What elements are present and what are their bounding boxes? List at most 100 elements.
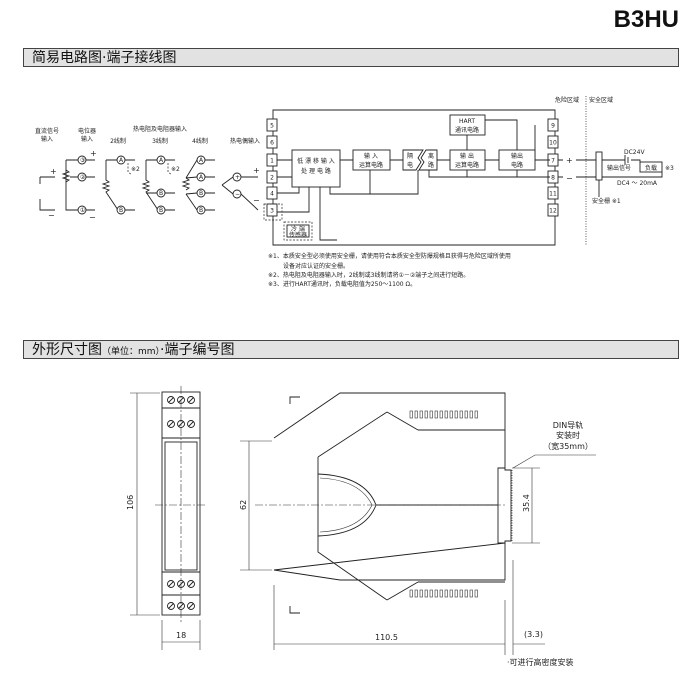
width-dimension: 18 [176, 631, 186, 640]
inner-height-dimension: 62 [239, 500, 248, 510]
load-box [639, 161, 663, 173]
left-terminals: 5 6 1 2 4 3 [266, 118, 278, 217]
vent-slot [409, 410, 413, 419]
vent-slot [419, 589, 423, 598]
dc-input-label: 直流信号 [35, 127, 59, 135]
block-hart: HART 通讯电路 [449, 114, 486, 136]
block-output-calc: 输 出 运算电路 [449, 149, 486, 171]
rtd-2wire-wiring: A B ※2 [101, 155, 140, 215]
vent-slot [439, 410, 443, 419]
svg-text:B: B [159, 207, 163, 214]
terminal-number: 2 [270, 175, 274, 182]
barrier-label: 安全栅 ※1 [592, 197, 621, 205]
vent-slot [459, 589, 463, 598]
block-input-processing: 低 漂 移 输 入 处 理 电 路 [291, 149, 341, 188]
section-title: 简易电路图·端子接线图 [32, 50, 177, 66]
terminal-screw-icon [167, 602, 175, 610]
terminal-box [547, 203, 559, 217]
circuit-notes: ※1、本质安全型必须使用安全栅，请使用符合本质安全型防爆规格且获得与危险区域所使… [268, 252, 511, 288]
vent-slot [454, 410, 458, 419]
svg-text:※2: ※2 [171, 166, 180, 173]
svg-text:−: − [566, 174, 573, 183]
block-output: 输出 电路 [498, 149, 536, 171]
input-labels: 直流信号 输入 电位器 输入 热电阻及电阻器输入 2线制 3线制 4线制 热电偶… [35, 125, 260, 145]
terminal-screw-icon [167, 420, 175, 428]
vent-slot [439, 589, 443, 598]
note-3: ※3、进行HART通讯时，负载电阻值为250～1100 Ω。 [268, 280, 416, 288]
load-label: 负载 [645, 164, 657, 172]
terminal-number: 4 [270, 191, 274, 198]
vent-slot [424, 410, 428, 419]
terminal-number: 5 [270, 123, 274, 130]
note-2: ※2、热电阻及电阻器输入时，2线制或3线制请将①－②端子之间进行短路。 [268, 271, 469, 279]
section-title: 外形尺寸图 [32, 342, 102, 358]
svg-text:②: ② [80, 174, 86, 181]
terminal-box [547, 118, 559, 132]
vent-slot [434, 589, 438, 598]
vent-slot [474, 589, 478, 598]
svg-text:+: + [235, 174, 240, 181]
pot-input-label: 电位器 [78, 127, 96, 135]
svg-text:A: A [159, 157, 164, 164]
terminal-number: 1 [270, 158, 274, 165]
rail-height-dimension: 35.4 [522, 494, 531, 512]
svg-text:电路: 电路 [511, 161, 523, 169]
terminal-number: 12 [549, 208, 557, 215]
output-wiring: 危险区域 安全区域 + − DC24V 输出信号 负载 ※3 DC4 ～ 20m… [555, 96, 674, 245]
svg-text:−: − [89, 213, 96, 222]
svg-text:低 漂 移 输 入: 低 漂 移 输 入 [297, 157, 335, 165]
terminal-number: 8 [551, 175, 555, 182]
depth-dimension: 110.5 [375, 633, 398, 642]
height-dimension: 106 [126, 495, 135, 510]
safety-barrier [595, 151, 603, 181]
side-view: 62 110.5 35.4 (3.3) DIN导轨 安装时 （宽35mm） ·可… [239, 392, 596, 667]
vent-slot [454, 589, 458, 598]
terminal-number: 3 [270, 208, 274, 215]
terminal-screw-icon [167, 396, 175, 404]
terminal-screw-icon [187, 420, 195, 428]
note3-mark: ※3 [665, 165, 674, 172]
dc-input-wiring: + − [39, 167, 57, 220]
dc24v-label: DC24V [624, 149, 645, 156]
high-density-note: ·可进行高密度安装 [507, 657, 574, 667]
din-note: （宽35mm） [543, 441, 593, 451]
terminal-number: 6 [270, 140, 274, 147]
svg-text:※2: ※2 [131, 166, 140, 173]
svg-text:输 出: 输 出 [460, 152, 474, 160]
terminal-box [266, 118, 278, 132]
unit-label: （单位：mm） [102, 347, 161, 357]
note-1: ※1、本质安全型必须使用安全栅，请使用符合本质安全型防爆规格且获得与危险区域所使… [268, 252, 511, 260]
vent-slot [464, 589, 468, 598]
terminal-number: 9 [551, 123, 555, 130]
svg-text:A: A [199, 174, 204, 181]
svg-text:通讯电路: 通讯电路 [455, 126, 479, 134]
svg-text:B: B [119, 207, 123, 214]
svg-text:③: ③ [80, 157, 85, 164]
svg-text:传感器: 传感器 [289, 231, 307, 239]
svg-text:输 入: 输 入 [364, 152, 378, 160]
terminal-number: 7 [551, 158, 555, 165]
svg-text:−: − [235, 191, 240, 198]
vent-slot [414, 589, 418, 598]
terminal-box [547, 135, 559, 149]
section-header-circuit: 简易电路图·端子接线图 [23, 48, 679, 67]
din-note: DIN导轨 [553, 420, 584, 430]
svg-text:HART: HART [459, 118, 475, 125]
svg-text:冷 端: 冷 端 [291, 225, 305, 233]
vent-slot [474, 410, 478, 419]
svg-text:+: + [253, 166, 260, 175]
vent-slot [414, 410, 418, 419]
vent-slot [469, 410, 473, 419]
svg-text:B: B [159, 190, 163, 197]
section-title-suffix: ·端子编号图 [160, 342, 235, 358]
svg-text:+: + [50, 167, 57, 176]
vent-slot [429, 410, 433, 419]
block-cjc-sensor: 冷 端 传感器 [283, 221, 313, 241]
vent-slot [449, 589, 453, 598]
vent-slot [434, 410, 438, 419]
vent-slot [419, 410, 423, 419]
vent-slot [444, 589, 448, 598]
wire4-label: 4线制 [192, 137, 208, 145]
